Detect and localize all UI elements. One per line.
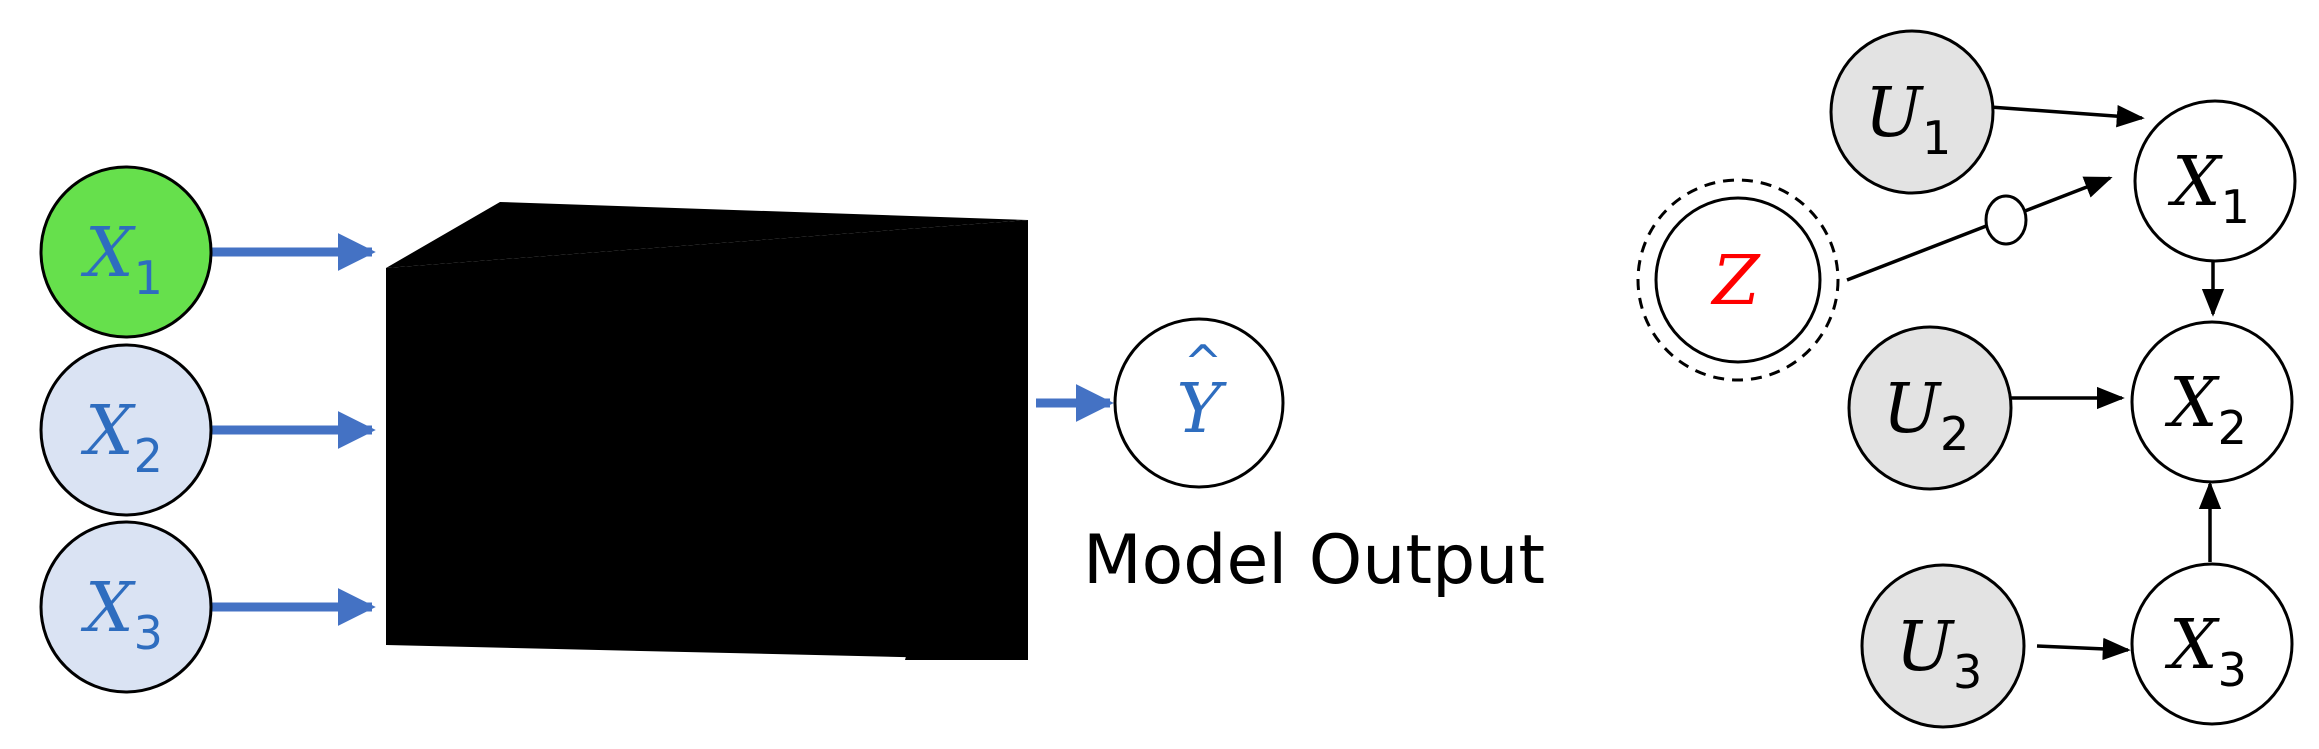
latent-node-u3: U3 <box>1860 563 2026 729</box>
black-box-top <box>386 202 1028 268</box>
edge-u3-x3 <box>2036 637 2131 661</box>
black-box-right <box>905 220 1028 660</box>
input-letter: X <box>80 214 136 293</box>
model-output-caption: Model Output <box>1083 521 1545 600</box>
observed-node-x1: X1 <box>2133 99 2297 263</box>
input-subscript: 1 <box>134 251 163 305</box>
input-letter: X <box>80 392 136 471</box>
latent-subscript: 2 <box>1940 407 1969 461</box>
svg-text:X3: X3 <box>2164 606 2247 697</box>
observed-subscript: 2 <box>2218 401 2247 455</box>
edge-u1-x1 <box>1989 105 2145 128</box>
intervention-node-z: Z <box>1636 178 1840 382</box>
svg-text:U3: U3 <box>1896 608 1983 699</box>
observed-letter: X <box>2167 143 2223 222</box>
input-subscript: 3 <box>134 606 163 660</box>
observed-letter: X <box>2164 606 2220 685</box>
svg-text:X2: X2 <box>80 392 163 483</box>
latent-node-u1: U1 <box>1829 29 1995 195</box>
input-subscript: 2 <box>134 429 163 483</box>
latent-letter: U <box>1896 608 1956 687</box>
svg-text:X3: X3 <box>80 569 163 660</box>
input-node-x2: X2 <box>39 343 213 517</box>
intervention-marker <box>1984 194 2028 246</box>
output-hat: ^ <box>1184 335 1223 389</box>
observed-node-x3: X3 <box>2130 562 2294 726</box>
output-node-y-hat: Y ^ <box>1113 317 1285 489</box>
svg-text:U2: U2 <box>1883 370 1970 461</box>
observed-node-x2: X2 <box>2130 320 2294 484</box>
input-node-x3: X3 <box>39 520 213 694</box>
black-box-model <box>386 202 1028 660</box>
svg-text:X1: X1 <box>80 214 163 305</box>
output-letter: Y <box>1177 370 1228 449</box>
svg-text:X1: X1 <box>2167 143 2250 234</box>
black-box-front <box>386 220 1028 660</box>
svg-text:X2: X2 <box>2164 364 2247 455</box>
observed-subscript: 3 <box>2218 643 2247 697</box>
latent-letter: U <box>1865 74 1925 153</box>
latent-letter: U <box>1883 370 1943 449</box>
latent-subscript: 1 <box>1922 111 1951 165</box>
latent-node-u2: U2 <box>1847 325 2013 491</box>
input-letter: X <box>80 569 136 648</box>
edge-z-x1 <box>1846 176 2113 282</box>
intervention-letter: Z <box>1710 242 1761 321</box>
observed-letter: X <box>2164 364 2220 443</box>
observed-subscript: 1 <box>2221 180 2250 234</box>
input-node-x1: X1 <box>39 165 213 339</box>
latent-subscript: 3 <box>1953 645 1982 699</box>
svg-text:U1: U1 <box>1865 74 1952 165</box>
